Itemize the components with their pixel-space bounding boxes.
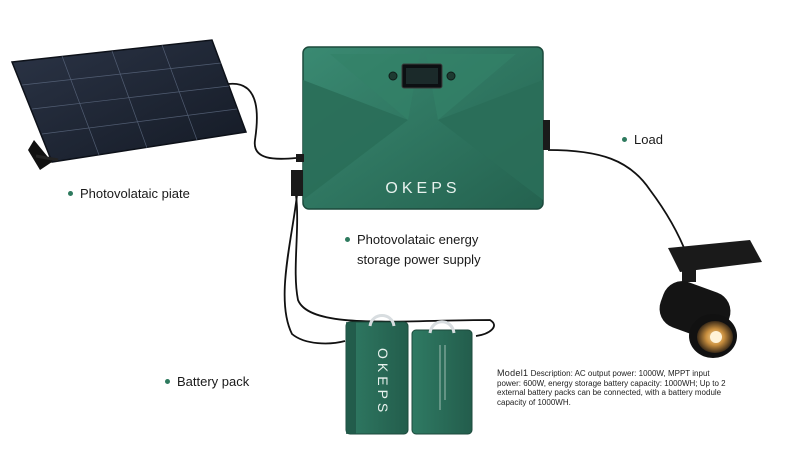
- battery-label-text: Battery pack: [177, 374, 250, 389]
- battery-unit-left: OKEPS: [345, 314, 409, 435]
- energy-storage-device: OKEPS: [291, 46, 550, 210]
- cables: [227, 83, 689, 345]
- bullet-icon: [68, 191, 73, 197]
- photovoltaic-label: Photovolataic piate: [68, 184, 190, 204]
- model-description: Model1 Description: AC output power: 100…: [497, 368, 727, 407]
- battery-brand: OKEPS: [375, 348, 391, 416]
- cable-panel-to-device: [227, 83, 297, 160]
- spotlight-load: [659, 240, 762, 358]
- battery-label: Battery pack: [165, 372, 249, 392]
- cable-device-to-battery-a: [283, 194, 346, 345]
- storage-label: Photovolataic energy storage power suppl…: [345, 230, 481, 270]
- photovoltaic-label-text: Photovolataic piate: [80, 186, 190, 201]
- battery-unit-right: [411, 320, 473, 435]
- storage-label-line1: Photovolataic energy: [357, 232, 479, 247]
- bullet-icon: [622, 137, 627, 143]
- cable-device-to-load: [547, 149, 689, 259]
- cable-device-to-battery-b: [294, 194, 495, 337]
- device-brand: OKEPS: [385, 180, 460, 197]
- load-label-text: Load: [634, 132, 663, 147]
- bullet-icon: [345, 237, 350, 243]
- battery-pack: OKEPS: [345, 314, 473, 435]
- bullet-icon: [165, 379, 170, 385]
- solar-panel: [10, 39, 248, 170]
- storage-label-line2: storage power supply: [357, 252, 481, 267]
- model-name: Model1: [497, 368, 529, 378]
- model-description-text: Description: AC output power: 1000W, MPP…: [497, 369, 726, 407]
- load-label: Load: [622, 130, 663, 150]
